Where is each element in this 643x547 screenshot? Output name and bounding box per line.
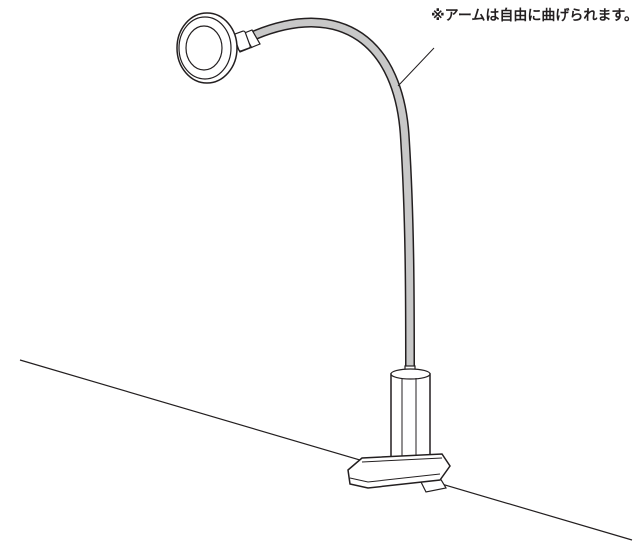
clamp-base xyxy=(347,453,451,493)
annotation-text: ※アームは自由に曲げられます。 xyxy=(431,8,638,24)
lamp-base-column xyxy=(390,365,431,461)
lamp-head xyxy=(176,12,261,84)
leader-line xyxy=(397,47,435,87)
flexible-arm xyxy=(250,17,415,373)
desk-edge-line xyxy=(19,359,633,541)
